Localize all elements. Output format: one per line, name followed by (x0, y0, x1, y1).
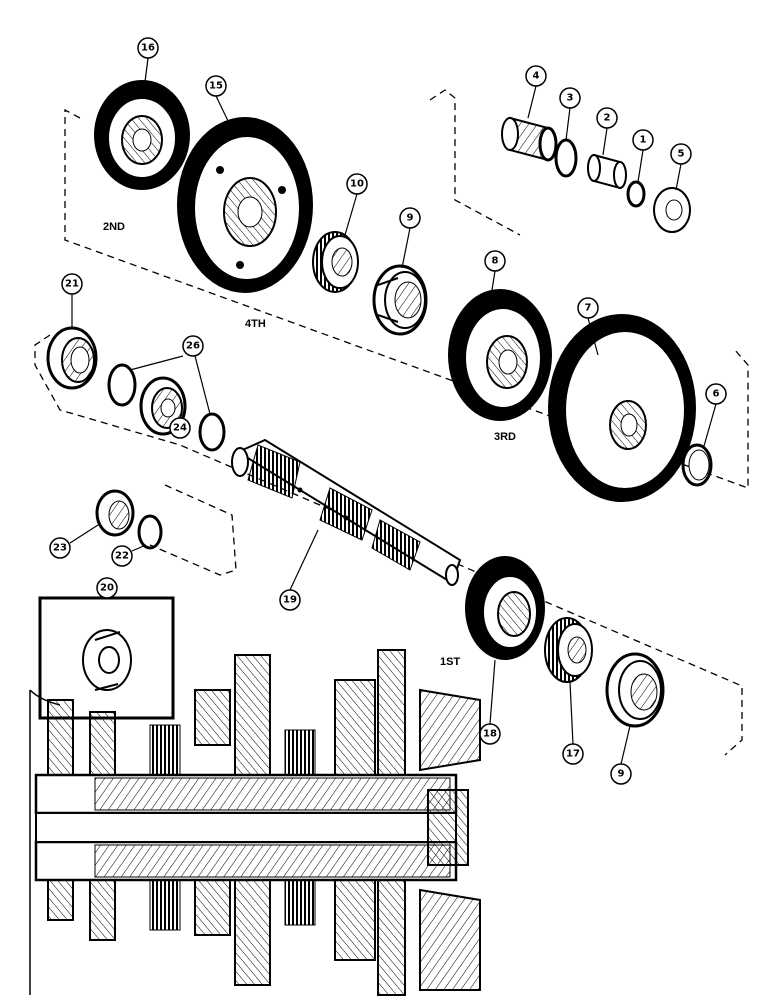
gear-15-fourth (177, 117, 313, 293)
callout-4-text: 4 (533, 71, 540, 82)
callout-3: 3 (559, 87, 581, 109)
part-1-snap-ring (626, 180, 646, 208)
callout-3-text: 3 (567, 93, 574, 104)
gear-8-third (448, 289, 552, 421)
inset-detail-20 (38, 596, 175, 720)
callout-23-text: 23 (53, 543, 67, 554)
part-10-collar (312, 231, 359, 293)
callout-22: 22 (111, 545, 133, 567)
part-2-bushing (587, 153, 627, 190)
callout-17: 17 (562, 743, 584, 765)
label-3rd: 3RD (494, 431, 516, 443)
part-26-shim-a (107, 363, 137, 407)
part-17-collar (544, 617, 593, 683)
callout-2: 2 (596, 107, 618, 129)
callout-18-text: 18 (483, 729, 497, 740)
callout-9-upper: 9 (399, 207, 421, 229)
callout-17-text: 17 (566, 749, 580, 760)
callout-2-text: 2 (604, 113, 611, 124)
part-9-coupler-upper (372, 264, 428, 336)
cross-section-assembly (29, 649, 481, 996)
callout-23: 23 (49, 537, 71, 559)
callout-7: 7 (577, 297, 599, 319)
callout-5: 5 (670, 143, 692, 165)
callout-1: 1 (632, 129, 654, 151)
callout-10: 10 (346, 173, 368, 195)
part-21-bearing (46, 326, 98, 390)
callout-18: 18 (479, 723, 501, 745)
gear-16-second (94, 80, 190, 190)
callout-4: 4 (525, 65, 547, 87)
callout-9-upper-text: 9 (407, 213, 414, 224)
label-1st: 1ST (440, 656, 460, 668)
callouts: 16 15 10 9 8 7 6 4 3 2 1 5 21 26 24 23 2… (49, 37, 727, 785)
callout-10-text: 10 (350, 179, 364, 190)
gear-18-first (465, 556, 545, 660)
part-22-shim (137, 514, 163, 550)
callout-21-text: 21 (65, 279, 79, 290)
part-23-bearing-cup (95, 489, 135, 537)
callout-26: 26 (182, 335, 204, 357)
gear-7 (548, 314, 696, 502)
callout-20-text: 20 (100, 583, 114, 594)
dashed-group-outlines (34, 89, 749, 756)
callout-9-lower-text: 9 (618, 769, 625, 780)
part-5-washer (653, 187, 691, 233)
callout-9-lower: 9 (610, 763, 632, 785)
callout-16-text: 16 (141, 43, 155, 54)
callout-6: 6 (705, 383, 727, 405)
callout-1-text: 1 (640, 135, 647, 146)
part-4-needle-bearing (501, 116, 558, 162)
callout-8: 8 (484, 250, 506, 272)
callout-5-text: 5 (678, 149, 685, 160)
callout-15: 15 (205, 75, 227, 97)
callout-22-text: 22 (115, 551, 129, 562)
callout-20: 20 (96, 577, 118, 599)
part-9-coupler-lower (605, 652, 665, 728)
callout-7-text: 7 (585, 303, 592, 314)
part-19-mainshaft (231, 438, 462, 586)
callout-16: 16 (137, 37, 159, 59)
callout-8-text: 8 (492, 256, 499, 267)
label-4th: 4TH (245, 318, 266, 330)
callout-26-text: 26 (186, 341, 200, 352)
callout-24-text: 24 (173, 423, 187, 434)
callout-24: 24 (169, 417, 191, 439)
part-3-snap-ring (554, 138, 578, 178)
callout-21: 21 (61, 273, 83, 295)
part-26-shim-b (198, 412, 226, 452)
part-6-snap-ring (681, 443, 713, 487)
callout-15-text: 15 (209, 81, 223, 92)
callout-19: 19 (279, 589, 301, 611)
label-2nd: 2ND (103, 221, 125, 233)
callout-6-text: 6 (713, 389, 720, 400)
callout-19-text: 19 (283, 595, 297, 606)
